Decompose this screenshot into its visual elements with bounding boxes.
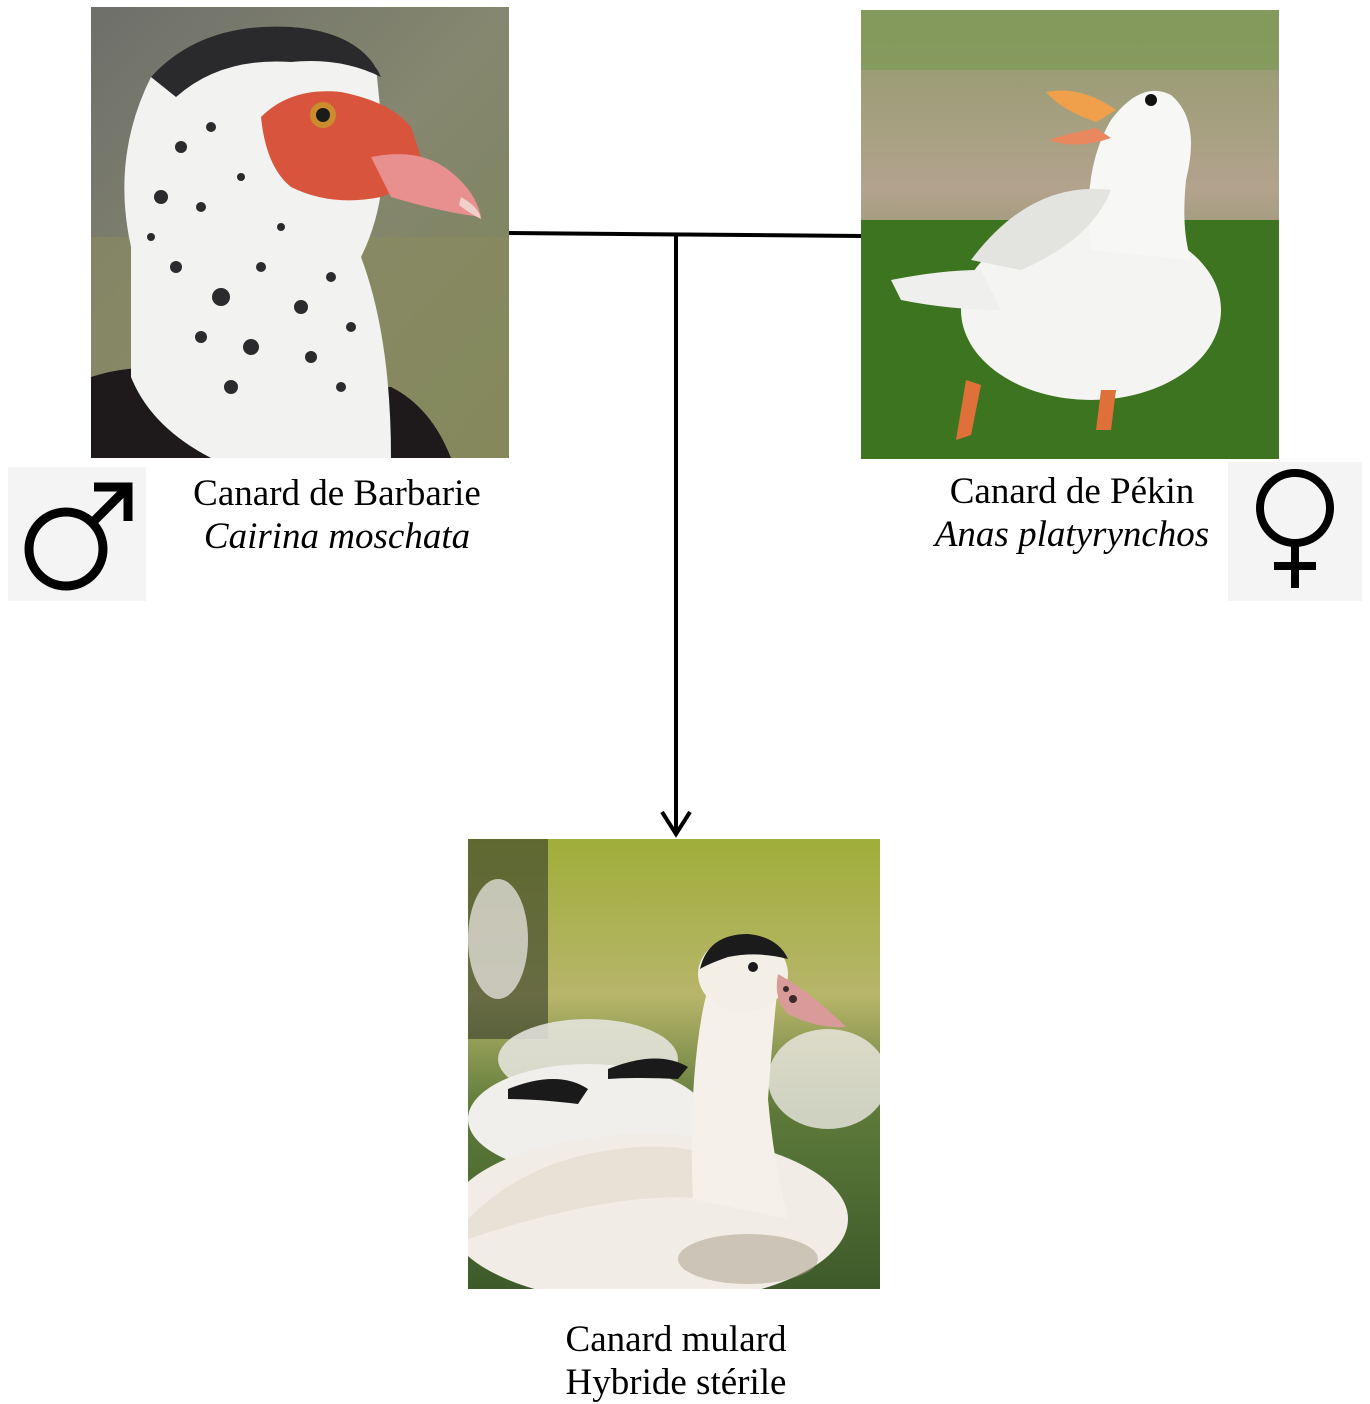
muscovy-duck-label: Canard de Barbarie Cairina moschata [137,472,537,558]
pekin-common-name: Canard de Pékin [949,471,1195,512]
mulard-duck-label: Canard mulard Hybride stérile [476,1318,876,1404]
pekin-duck-photo [861,10,1279,459]
pekin-scientific-name: Anas platyrynchos [934,514,1210,555]
female-symbol-icon [1228,462,1362,601]
mulard-description: Hybride stérile [565,1362,787,1403]
parents-junction-line [508,231,862,238]
muscovy-scientific-name: Cairina moschata [203,516,471,557]
muscovy-common-name: Canard de Barbarie [193,473,481,514]
mulard-common-name: Canard mulard [565,1319,787,1360]
male-symbol-icon [8,467,146,601]
muscovy-duck-photo [91,7,509,458]
mulard-duck-photo [468,839,880,1289]
arrowhead-icon [660,810,692,838]
pekin-duck-label: Canard de Pékin Anas platyrynchos [872,470,1272,556]
